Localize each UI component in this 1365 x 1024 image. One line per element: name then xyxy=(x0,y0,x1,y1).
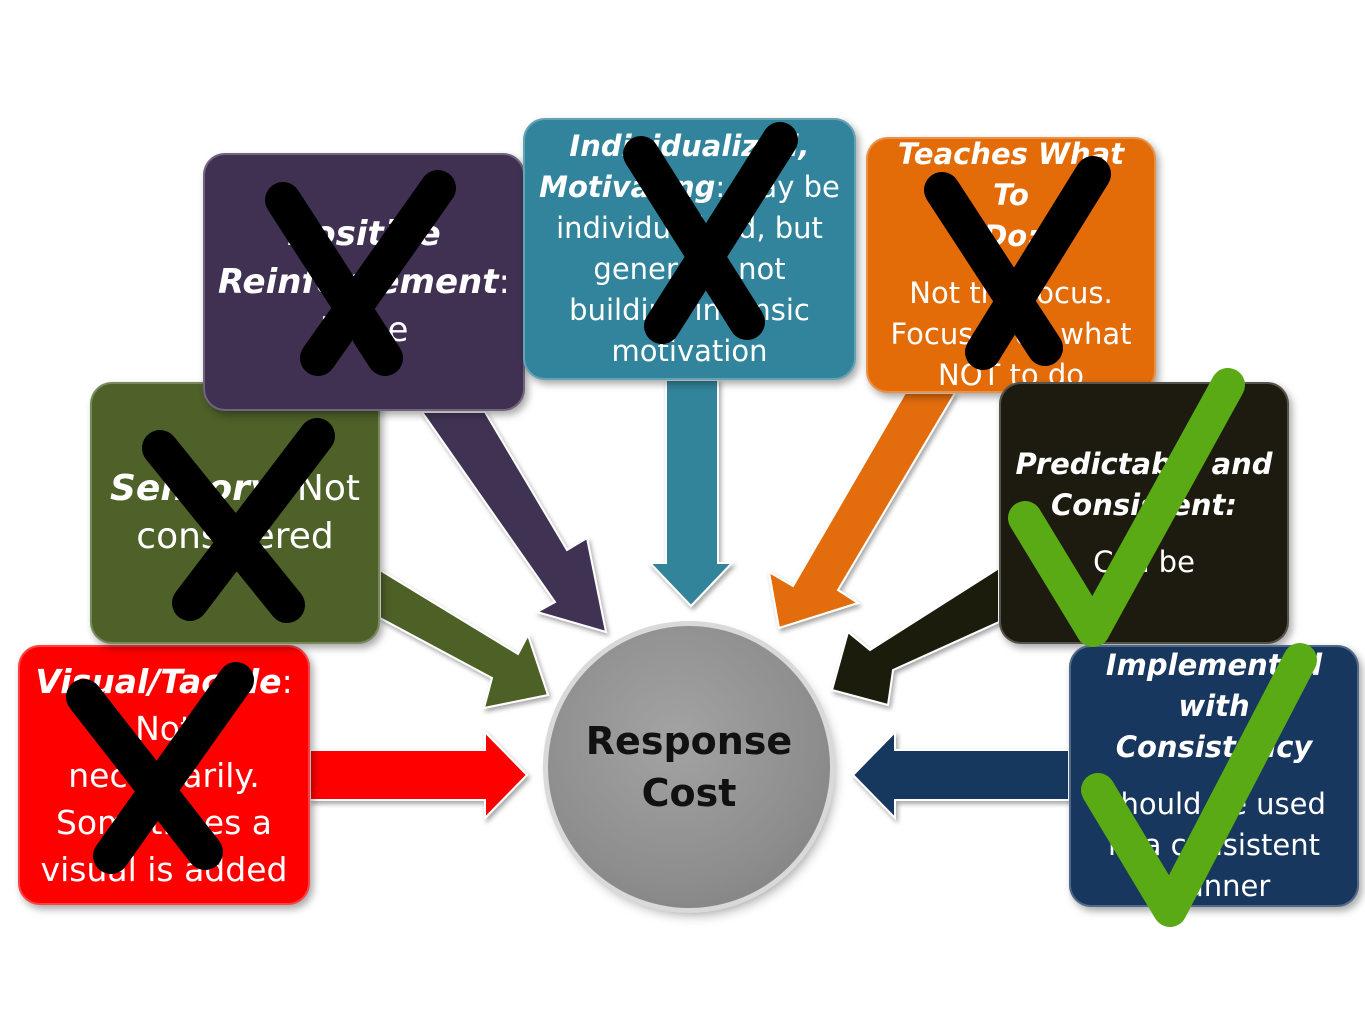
arrow-predictable xyxy=(830,566,1000,707)
box-title: Teaches What To xyxy=(897,137,1125,212)
arrow-teaches xyxy=(767,392,957,630)
box-body: considered xyxy=(136,516,334,557)
box-body: necessarily. xyxy=(68,755,260,795)
box-teaches-what-to-do: Teaches What To Do: Not the focus. Focus… xyxy=(866,137,1156,393)
box-body: Not the focus. xyxy=(909,276,1113,310)
box-implemented-consistency: Implemented with Consistency Should be u… xyxy=(1069,645,1359,907)
box-body: Nope xyxy=(319,310,409,350)
box-title: Predictable and xyxy=(1015,446,1273,481)
box-title: Visual/Tactile xyxy=(35,661,282,701)
box-body: manner xyxy=(1157,869,1271,903)
box-title: Positive xyxy=(287,214,441,254)
box-body: Can be xyxy=(1093,544,1195,579)
box-body: Sometimes a xyxy=(55,802,273,842)
response-cost-circle: Response Cost xyxy=(548,626,830,908)
box-title: Reinforcement xyxy=(218,262,499,302)
box-title: Sensory xyxy=(109,468,274,509)
box-title: Motivating xyxy=(539,170,716,204)
box-body: individualized, but xyxy=(556,211,823,245)
box-individualized-motivating: Individualized, Motivating: May be indiv… xyxy=(523,118,856,380)
box-title: Implemented xyxy=(1105,648,1323,682)
box-body: in a consistent xyxy=(1108,828,1320,862)
box-title: with Consistency xyxy=(1115,689,1313,764)
box-body: visual is added xyxy=(40,849,288,889)
box-body: May be xyxy=(734,170,840,204)
box-title: Consistent: xyxy=(1051,487,1237,522)
arrow-positive xyxy=(420,411,608,634)
arrow-visual xyxy=(309,729,529,821)
box-visual-tactile: Visual/Tactile: Not necessarily. Sometim… xyxy=(18,645,310,905)
box-body: Not xyxy=(296,468,360,509)
box-body: Should be used xyxy=(1102,787,1326,821)
center-label: Cost xyxy=(641,771,737,815)
arrow-implemented xyxy=(851,729,1070,821)
arrow-individualized xyxy=(647,379,735,608)
box-positive-reinforcement: Positive Reinforcement: Nope xyxy=(203,153,525,411)
box-body: motivation xyxy=(611,334,768,368)
box-body: Focus is on what xyxy=(890,317,1132,351)
center-label: Response xyxy=(585,719,793,763)
box-title: Do: xyxy=(983,219,1039,253)
box-body: Not xyxy=(135,708,193,748)
box-sensory: Sensory: Not considered xyxy=(90,382,380,644)
box-predictable-consistent: Predictable and Consistent: Can be xyxy=(999,382,1289,644)
box-body: building intrinsic xyxy=(569,293,810,327)
box-body: generally not xyxy=(593,252,786,286)
arrow-sensory xyxy=(379,568,550,710)
box-title: Individualized, xyxy=(569,129,810,163)
